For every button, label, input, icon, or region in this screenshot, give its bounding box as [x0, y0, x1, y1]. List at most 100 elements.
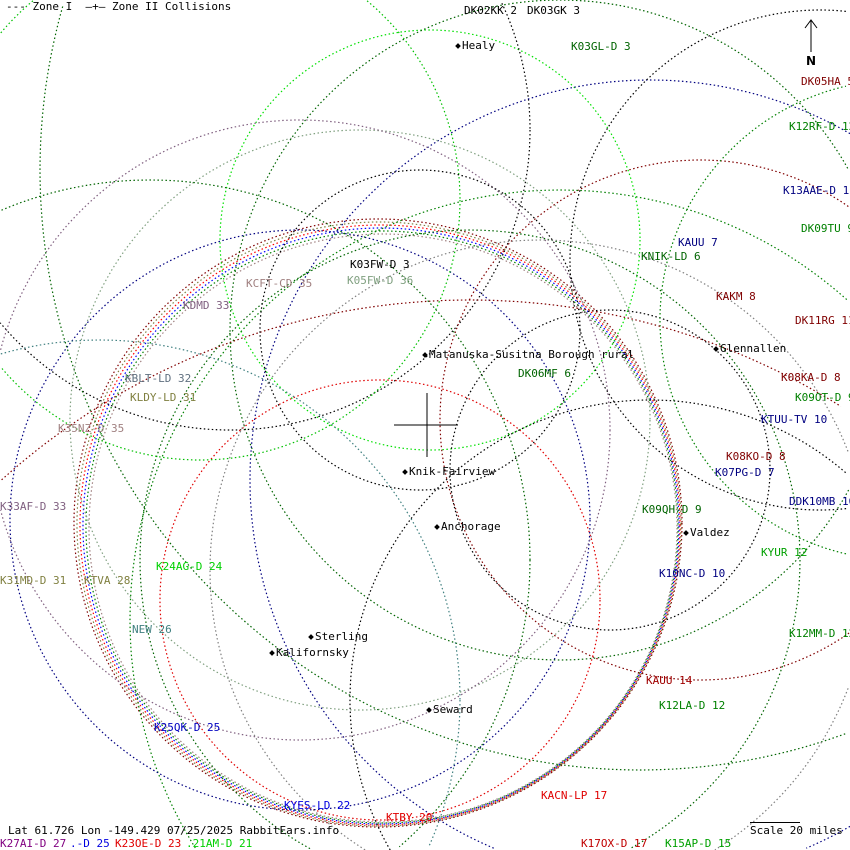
station-label[interactable]: KYES-LD 22 [284, 799, 351, 812]
station-label[interactable]: K09OT-D 9 [795, 391, 850, 404]
coverage-contour [1, 299, 842, 481]
coverage-contour [139, 229, 801, 850]
city-name: Seward [433, 703, 473, 716]
station-label[interactable]: KYUR 12 [761, 546, 808, 559]
station-label[interactable]: K03FW-D 3 [350, 258, 410, 271]
city-marker: Matanuska-Susitna Borough rural [422, 348, 635, 361]
coverage-contour [229, 0, 850, 661]
coverage-contour [129, 189, 849, 849]
station-label[interactable]: K27AI-D 27 [0, 837, 67, 850]
scale-label: Scale 20 miles [750, 824, 843, 837]
coverage-contour [9, 229, 591, 811]
station-label[interactable]: KTVA 28 [84, 574, 131, 587]
city-name: Anchorage [441, 520, 501, 533]
station-label[interactable]: DK09TU 9 [801, 222, 850, 235]
station-label[interactable]: K24AG-D 24 [156, 560, 223, 573]
station-label[interactable]: KACN-LP 17 [541, 789, 608, 802]
city-marker: Knik-Fairview [402, 465, 496, 478]
station-label[interactable]: K31MD-D 31 [0, 574, 67, 587]
coverage-contour [249, 79, 850, 849]
station-label[interactable]: DK02KK 2 [464, 4, 517, 17]
station-label[interactable]: K25QK-D 25 [154, 721, 221, 734]
station-label[interactable]: KAUU 7 [678, 236, 718, 249]
station-label[interactable]: .21AM-D 21 [186, 837, 253, 850]
coverage-contour [219, 29, 641, 451]
station-label[interactable]: NEW 26 [132, 623, 172, 636]
city-marker: Kalifornsky [269, 646, 349, 659]
coverage-contour [85, 230, 679, 824]
station-label[interactable]: KAUU 14 [646, 674, 693, 687]
station-label[interactable]: K08KO-D 8 [726, 450, 786, 463]
station-label[interactable]: KCFT-CD 35 [246, 277, 313, 290]
city-dot-icon [434, 524, 440, 530]
station-label[interactable]: K12MM-D 12 [789, 627, 850, 640]
city-dot-icon [683, 530, 689, 536]
coverage-contour [0, 0, 461, 461]
station-label[interactable]: KBLT-LD 32 [125, 372, 192, 385]
map-legend: --- Zone I —+— Zone II Collisions [6, 1, 231, 13]
station-label[interactable]: K33AF-D 33 [0, 500, 67, 513]
coverage-contour [0, 2, 531, 431]
city-marker: Valdez [683, 526, 730, 539]
legend-zone2: Zone II Collisions [111, 0, 232, 13]
city-name: Matanuska-Susitna Borough rural [429, 348, 635, 361]
station-label[interactable]: .-D 25 [70, 837, 110, 850]
location-footer: Lat 61.726 Lon -149.429 07/25/2025 Rabbi… [8, 824, 340, 837]
station-label[interactable]: K35NZ-D 35 [58, 422, 125, 435]
city-name: Glennallen [720, 342, 787, 355]
station-label[interactable]: DK03GK 3 [527, 4, 580, 17]
station-label[interactable]: K09QH-D 9 [642, 503, 702, 516]
coverage-contour [349, 399, 848, 850]
city-dot-icon [269, 650, 275, 656]
city-marker: Sterling [308, 630, 368, 643]
city-marker: Glennallen [713, 342, 787, 355]
station-label[interactable]: K10NC-D 10 [659, 567, 726, 580]
station-label[interactable]: K12RF-D 12 [789, 120, 850, 133]
station-label[interactable]: KTUU-TV 10 [761, 413, 828, 426]
coverage-contour [73, 218, 683, 828]
coverage-contour [0, 119, 611, 741]
station-label[interactable]: KTBY 20 [386, 811, 433, 824]
coverage-contour [159, 379, 601, 821]
coverage-contour [82, 227, 680, 825]
station-label[interactable]: KNIK-LD 6 [641, 250, 701, 263]
station-label[interactable]: K15AP-D 15 [665, 837, 732, 850]
city-dot-icon [402, 469, 408, 475]
coverage-contour [209, 239, 849, 850]
station-label[interactable]: KAKM 8 [716, 290, 756, 303]
station-label[interactable]: DK05HA 5 [801, 75, 850, 88]
legend-zone2-line-icon: —+— [78, 0, 106, 13]
station-label[interactable]: DK06MF 6 [518, 367, 571, 380]
station-label[interactable]: K05FW-D 36 [347, 274, 414, 287]
station-label[interactable]: KDMD 33 [183, 299, 230, 312]
station-label[interactable]: K08KA-D 8 [781, 371, 841, 384]
station-label[interactable]: KLDY-LD 31 [130, 391, 197, 404]
legend-zone1: --- Zone I [6, 0, 73, 13]
city-name: Valdez [690, 526, 730, 539]
station-label[interactable]: K12LA-D 12 [659, 699, 726, 712]
station-label[interactable]: K23OE-D 23 [115, 837, 182, 850]
coverage-contour [439, 159, 850, 681]
station-label[interactable]: K13AAE-D 13 [783, 184, 850, 197]
city-dot-icon [426, 707, 432, 713]
station-label[interactable]: K03GL-D 3 [571, 40, 631, 53]
city-dot-icon [713, 346, 719, 352]
city-dot-icon [308, 634, 314, 640]
city-name: Kalifornsky [276, 646, 349, 659]
city-marker: Seward [426, 703, 473, 716]
station-label[interactable]: K07PG-D 7 [715, 466, 775, 479]
station-label[interactable]: DK11RG 11 [795, 314, 850, 327]
city-name: Sterling [315, 630, 368, 643]
city-name: Knik-Fairview [409, 465, 496, 478]
station-label[interactable]: K17OX-D 17 [581, 837, 648, 850]
coverage-contour [1, 179, 531, 848]
city-dot-icon [455, 43, 461, 49]
city-marker: Anchorage [434, 520, 501, 533]
city-marker: Healy [455, 39, 496, 52]
station-label[interactable]: DDK10MB 10 [789, 495, 850, 508]
city-name: Healy [462, 39, 496, 52]
coverage-contour [76, 221, 682, 827]
city-dot-icon [422, 352, 428, 358]
